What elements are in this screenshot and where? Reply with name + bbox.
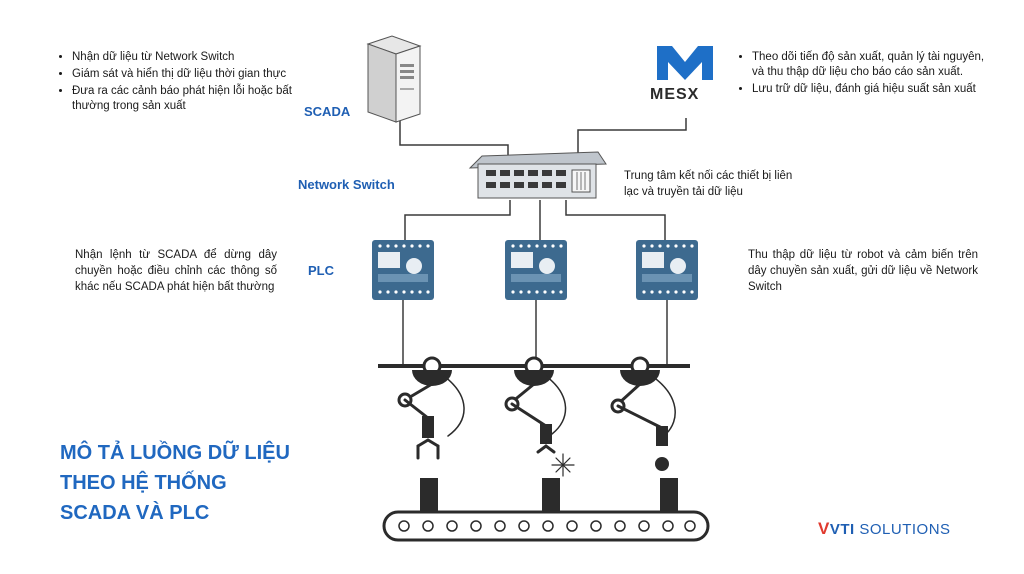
scada-note: Giám sát và hiển thị dữ liệu thời gian t…: [72, 67, 304, 82]
mes-note: Lưu trữ dữ liệu, đánh giá hiệu suất sản …: [752, 82, 992, 97]
robot-arm-icon: [397, 356, 465, 460]
plc-right-description: Thu thập dữ liệu từ robot và cảm biến tr…: [748, 249, 978, 293]
mes-note: Theo dõi tiến độ sản xuất, quản lý tài n…: [752, 50, 992, 80]
plc-device-icon: [636, 240, 698, 300]
spark-icon: [551, 453, 575, 477]
title-line: THEO HỆ THỐNG: [60, 472, 227, 494]
mes-label: MESX: [650, 86, 700, 103]
robot-arm-icon: [610, 356, 676, 471]
robot-arm-icon: [504, 356, 575, 477]
mes-logo-icon: [657, 46, 713, 80]
vti-logo-suffix: SOLUTIONS: [854, 521, 951, 538]
page-title: MÔ TẢ LUỒNG DỮ LIỆU THEO HỆ THỐNG SCADA …: [60, 438, 290, 528]
connection-lines: [399, 118, 687, 366]
product-box: [660, 478, 678, 512]
switch-description: Trung tâm kết nối các thiết bị liên lạc …: [624, 170, 793, 198]
mes-notes: Theo dõi tiến độ sản xuất, quản lý tài n…: [738, 50, 992, 99]
product-box: [542, 478, 560, 512]
plc-device-icon: [372, 240, 434, 300]
plc-label: PLC: [308, 263, 334, 278]
scada-note: Nhận dữ liệu từ Network Switch: [72, 50, 304, 65]
conveyor-belt-icon: [382, 510, 710, 542]
plc-device-icon: [505, 240, 567, 300]
network-switch-icon: [468, 151, 607, 199]
scada-notes: Nhận dữ liệu từ Network Switch Giám sát …: [58, 50, 304, 116]
scada-note: Đưa ra các cảnh báo phát hiện lỗi hoặc b…: [72, 84, 304, 114]
title-line: SCADA VÀ PLC: [60, 502, 210, 524]
network-switch-label: Network Switch: [298, 177, 395, 192]
scada-server-icon: [366, 35, 422, 123]
scada-label: SCADA: [304, 104, 351, 119]
title-line: MÔ TẢ LUỒNG DỮ LIỆU: [60, 442, 290, 464]
vti-logo-mark: V: [818, 519, 830, 538]
plc-left-description: Nhận lệnh từ SCADA để dừng dây chuyền ho…: [75, 249, 277, 293]
product-box: [420, 478, 438, 512]
vti-logo-name: VTI: [829, 521, 855, 538]
vti-logo: VVTI SOLUTIONS: [818, 519, 951, 539]
